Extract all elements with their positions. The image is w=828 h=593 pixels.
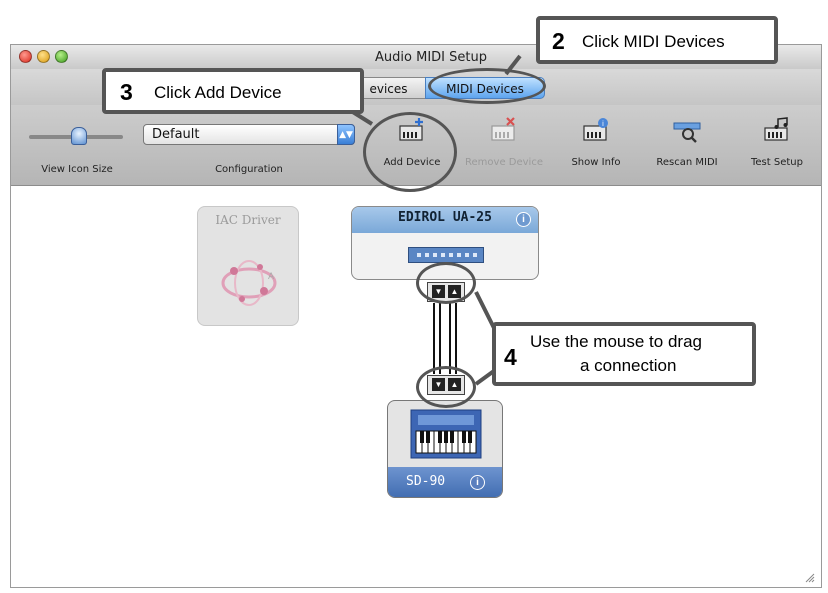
show-info-icon: i	[583, 118, 608, 141]
view-icon-size-label: View Icon Size	[41, 164, 113, 175]
midi-devices-canvas: IAC Driver A EDIROL UA-25 i ▼ ▲	[11, 186, 821, 587]
window-title: Audio MIDI Setup	[375, 50, 487, 65]
window-controls	[19, 50, 68, 63]
remove-device-label: Remove Device	[465, 157, 543, 168]
resize-grip-icon[interactable]	[803, 571, 815, 583]
midi-cable-out[interactable]	[433, 303, 441, 374]
test-setup-button[interactable]: Test Setup	[737, 113, 817, 179]
svg-text:i: i	[602, 120, 604, 128]
step-2-number: 2	[552, 28, 565, 54]
rescan-midi-icon	[673, 122, 701, 143]
test-setup-label: Test Setup	[751, 157, 803, 168]
edirol-header: EDIROL UA-25 i	[352, 207, 538, 233]
step-2-text: Click MIDI Devices	[582, 32, 725, 51]
edirol-name: EDIROL UA-25	[398, 210, 492, 225]
rescan-midi-label: Rescan MIDI	[656, 157, 718, 168]
highlight-ring-sd90-ports	[416, 366, 476, 408]
svg-text:A: A	[268, 272, 275, 282]
highlight-ring-midi-devices	[428, 68, 546, 104]
rescan-midi-button[interactable]: Rescan MIDI	[647, 113, 727, 179]
keyboard-icon	[410, 409, 482, 459]
device-sd90[interactable]: SD-90 i	[387, 400, 503, 498]
configuration-label: Configuration	[215, 164, 283, 175]
step-4-line-2: a connection	[580, 356, 677, 375]
sd90-name: SD-90	[406, 474, 446, 489]
test-setup-icon	[764, 117, 788, 141]
callout-step-2: 2 Click MIDI Devices	[536, 16, 778, 64]
sd90-info-icon[interactable]: i	[470, 475, 485, 490]
tab-audio-devices[interactable]: evices	[351, 77, 425, 99]
step-3-number: 3	[120, 79, 133, 105]
remove-device-button[interactable]: Remove Device	[464, 113, 544, 179]
step-4-line-1: Use the mouse to drag	[530, 332, 702, 351]
callout-step-4: 4 Use the mouse to drag a connection	[492, 322, 756, 386]
iac-driver-name: IAC Driver	[215, 213, 281, 227]
device-iac-driver[interactable]: IAC Driver A	[197, 206, 299, 326]
configuration-popup[interactable]: Default ▲▼	[143, 124, 355, 145]
popup-arrows-icon: ▲▼	[337, 124, 355, 145]
icon-size-slider-knob[interactable]	[71, 127, 87, 145]
remove-device-icon	[491, 117, 515, 141]
step-4-number: 4	[504, 344, 517, 370]
highlight-ring-edirol-ports	[416, 262, 476, 304]
highlight-ring-add-device	[363, 112, 457, 192]
zoom-button[interactable]	[55, 50, 68, 63]
minimize-button[interactable]	[37, 50, 50, 63]
sd90-footer: SD-90 i	[388, 467, 502, 497]
edirol-info-icon[interactable]: i	[516, 212, 531, 227]
callout-step-3: 3 Click Add Device	[102, 68, 364, 114]
show-info-label: Show Info	[571, 157, 621, 168]
show-info-button[interactable]: i Show Info	[556, 113, 636, 179]
step-3-text: Click Add Device	[154, 83, 282, 102]
iac-driver-icon: A	[221, 260, 277, 306]
midi-cable-in[interactable]	[449, 303, 457, 374]
configuration-value: Default	[152, 127, 200, 142]
close-button[interactable]	[19, 50, 32, 63]
